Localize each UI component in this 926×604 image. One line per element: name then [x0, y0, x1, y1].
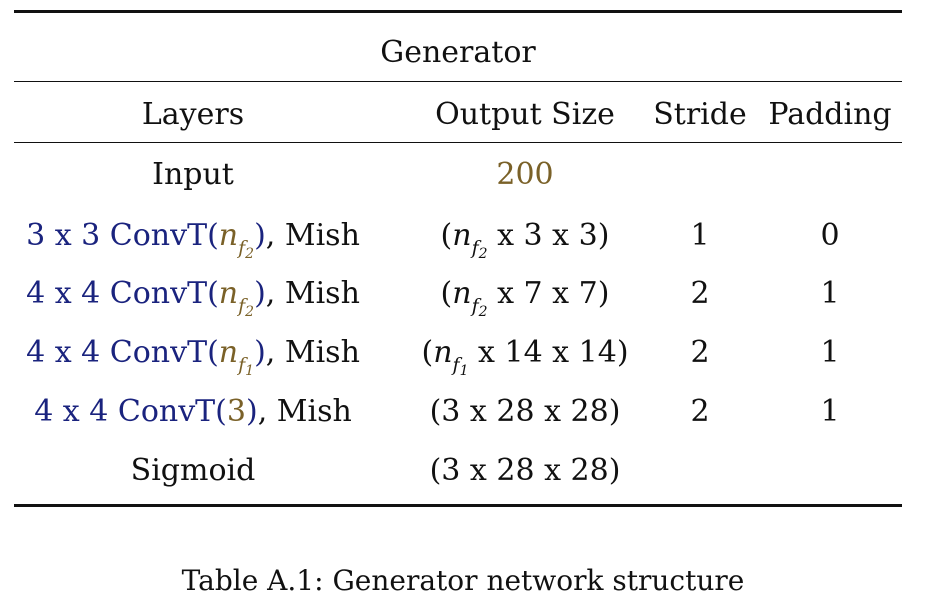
- layer-kernel: 4 x 4 ConvT(: [26, 335, 219, 370]
- header-output-size: Output Size: [435, 97, 615, 132]
- padding-cell: 1: [820, 335, 840, 370]
- layer-cell: 4 x 4 ConvT(nf1), Mish: [14, 333, 372, 379]
- layer-activation: , Mish: [265, 335, 360, 370]
- layer-activation: , Mish: [265, 218, 360, 253]
- output-size-cell: (nf2 x 3 x 3): [440, 218, 610, 262]
- header-rule: [14, 142, 902, 143]
- layer-kernel: 4 x 4 ConvT(: [26, 276, 219, 311]
- output-size-cell: (nf2 x 7 x 7): [440, 276, 610, 320]
- padding-cell: 0: [820, 218, 840, 253]
- layer-argument: n: [218, 335, 239, 370]
- layer-kernel: 3 x 3 ConvT(: [26, 218, 219, 253]
- stride-cell: 2: [690, 394, 710, 429]
- table-caption: Table A.1: Generator network structure: [181, 564, 745, 597]
- header-padding: Padding: [768, 97, 892, 132]
- layer-cell: 4 x 4 ConvT(nf2), Mish: [14, 274, 372, 320]
- layer-activation: , Mish: [265, 276, 360, 311]
- padding-cell: 1: [820, 394, 840, 429]
- stride-cell: 2: [690, 276, 710, 311]
- layer-cell: Input: [152, 157, 234, 192]
- table-title: Generator: [380, 35, 536, 70]
- layer-cell: 4 x 4 ConvT(3), Mish: [14, 392, 372, 432]
- layer-cell: Sigmoid: [130, 453, 256, 488]
- layer-cell: 3 x 3 ConvT(nf2), Mish: [14, 216, 372, 262]
- padding-cell: 1: [820, 276, 840, 311]
- output-size-cell: (nf1 x 14 x 14): [421, 335, 629, 379]
- table-top-rule: [14, 10, 902, 13]
- layer-activation: , Mish: [257, 394, 352, 429]
- stride-cell: 1: [690, 218, 710, 253]
- title-rule: [14, 81, 902, 82]
- header-stride: Stride: [653, 97, 747, 132]
- layer-argument-subscript: f1: [238, 354, 255, 379]
- output-size-cell: (3 x 28 x 28): [429, 453, 621, 488]
- layer-argument: 3: [226, 394, 246, 429]
- output-size-cell: (3 x 28 x 28): [429, 394, 621, 429]
- layer-argument-subscript: f2: [238, 295, 255, 320]
- table-bottom-rule: [14, 504, 902, 507]
- stride-cell: 2: [690, 335, 710, 370]
- layer-close-paren: ): [254, 276, 266, 311]
- layer-argument: n: [218, 276, 239, 311]
- layer-kernel: 4 x 4 ConvT(: [34, 394, 227, 429]
- output-size-cell: 200: [496, 157, 554, 192]
- layer-argument-subscript: f2: [238, 237, 255, 262]
- layer-close-paren: ): [254, 218, 266, 253]
- layer-close-paren: ): [254, 335, 266, 370]
- header-layers: Layers: [141, 97, 245, 132]
- layer-close-paren: ): [245, 394, 258, 429]
- layer-argument: n: [218, 218, 239, 253]
